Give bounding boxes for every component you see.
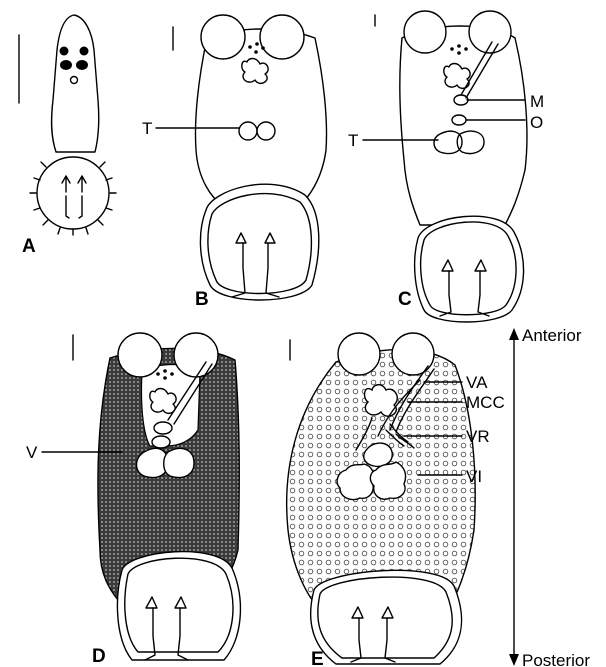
panel-letter-d: D [92, 646, 106, 667]
head-lobe-right-b [260, 15, 304, 59]
ovary-c [452, 115, 466, 125]
panel-e: VA MCC VR VI E [287, 333, 505, 667]
label-vr-e: VR [466, 427, 490, 446]
label-anterior: Anterior [522, 326, 582, 345]
panel-letter-e: E [311, 649, 324, 667]
label-t-c: T [348, 131, 358, 150]
male-organ-d [154, 422, 172, 434]
panel-b: T B [142, 15, 327, 310]
haptor-a [37, 157, 109, 229]
head-lobe-left-c [404, 11, 446, 53]
panel-letter-a: A [22, 236, 36, 257]
label-m-c: M [530, 92, 544, 111]
testis-right-d [164, 448, 194, 477]
arrow-down-icon [509, 654, 519, 666]
arrow-up-icon [509, 328, 519, 340]
label-v-d: V [26, 443, 38, 462]
male-organ-c [454, 95, 468, 105]
pharynx-c [444, 64, 470, 89]
panel-d: V D [26, 333, 240, 667]
label-vi-e: VI [466, 467, 482, 486]
label-va-e: VA [466, 373, 488, 392]
testis-left-b [239, 122, 257, 140]
head-lobe-left-b [201, 15, 245, 59]
ovary-d [152, 436, 170, 448]
panel-letter-c: C [398, 289, 412, 310]
head-lobe-left-d [118, 333, 162, 377]
label-mcc-e: MCC [466, 393, 505, 412]
orientation-axis: Anterior Posterior [509, 326, 590, 667]
label-o-c: O [530, 113, 543, 132]
pharynx-b [242, 59, 268, 84]
eyespots-c [450, 44, 468, 55]
head-lobe-left-e [338, 333, 380, 375]
panel-letter-b: B [195, 289, 209, 310]
body-c [400, 26, 527, 225]
head-lobe-right-e [392, 333, 434, 375]
label-posterior: Posterior [522, 651, 590, 667]
panel-c: M O T C [348, 11, 544, 322]
eyespots-a [60, 47, 89, 84]
testis-right-c [457, 131, 484, 153]
head-lobe-right-d [174, 333, 218, 377]
testis-right-b [257, 122, 275, 140]
label-t-b: T [142, 119, 152, 138]
panel-a: A [19, 15, 116, 257]
